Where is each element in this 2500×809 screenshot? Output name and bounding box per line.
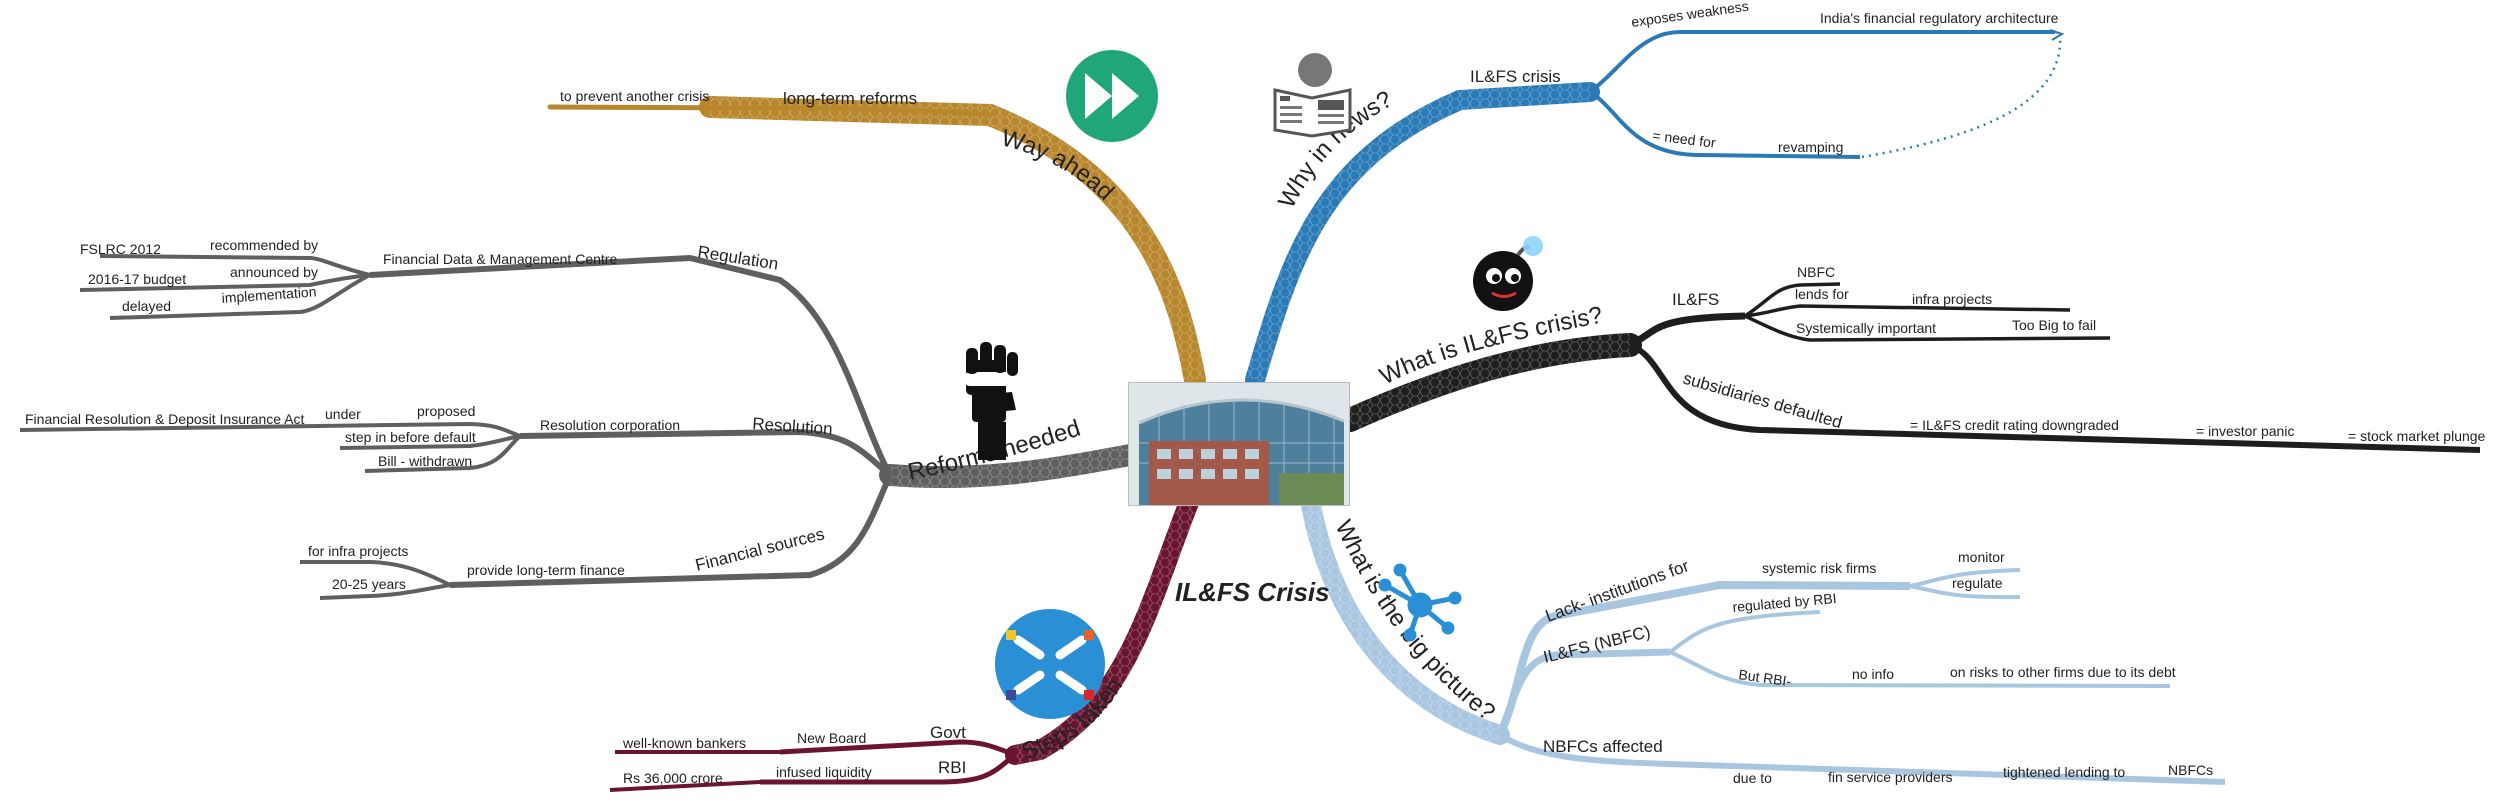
connector-revamping-architecture bbox=[1861, 34, 2062, 159]
label-rs-36000-crore: Rs 36,000 crore bbox=[623, 770, 723, 786]
label-but-rbi: But RBI- bbox=[1738, 666, 1793, 689]
label-systemically-important: Systemically important bbox=[1796, 320, 1936, 336]
label-on-risks: on risks to other firms due to its debt bbox=[1950, 664, 2176, 680]
label-bill-withdrawn: Bill - withdrawn bbox=[378, 453, 472, 469]
branch-way-ahead: Way ahead long-term reforms to prevent a… bbox=[547, 50, 1206, 391]
label-long-term-reforms: long-term reforms bbox=[783, 89, 917, 108]
label-resolution-corporation: Resolution corporation bbox=[540, 417, 680, 433]
label-revamping: revamping bbox=[1778, 139, 1843, 155]
label-exposes-weakness: exposes weakness bbox=[1630, 0, 1749, 30]
label-investor-panic: = investor panic bbox=[2196, 423, 2294, 439]
newspaper-reader-icon bbox=[1273, 53, 1352, 138]
label-financial-sources: Financial sources bbox=[693, 524, 826, 574]
central-title: IL&FS Crisis bbox=[1175, 577, 1330, 607]
label-regulate: regulate bbox=[1952, 575, 2003, 591]
label-nbfcs: NBFCs bbox=[2168, 762, 2213, 778]
label-stock-market-plunge: = stock market plunge bbox=[2348, 428, 2486, 444]
label-ilfs-nbfc: IL&FS (NBFC) bbox=[1541, 622, 1652, 667]
label-monitor: monitor bbox=[1958, 549, 2005, 565]
label-delayed: delayed bbox=[122, 298, 171, 314]
branch-what-is-ilfs: What is IL&FS crisis? IL&FS NBFC lends f… bbox=[1338, 236, 2486, 453]
label-rbi: RBI bbox=[938, 758, 966, 777]
label-tightened-lending: tightened lending to bbox=[2003, 764, 2125, 780]
label-ilfs: IL&FS bbox=[1672, 290, 1719, 309]
branch-line-way-ahead bbox=[699, 96, 1206, 391]
raised-fist-icon bbox=[964, 342, 1018, 460]
label-budget: 2016-17 budget bbox=[88, 271, 186, 287]
label-well-known-bankers: well-known bankers bbox=[622, 735, 746, 751]
label-frdi-act: Financial Resolution & Deposit Insurance… bbox=[25, 411, 304, 427]
branch-why-in-news: Why in news? IL&FS crisis exposes weakne… bbox=[1245, 0, 2065, 390]
label-fin-service-providers: fin service providers bbox=[1828, 769, 1953, 785]
label-fdmc: Financial Data & Management Centre bbox=[383, 251, 617, 267]
branch-steps-taken: Steps taken IL&FS Crisis Govt New Board … bbox=[609, 490, 1330, 792]
label-new-board: New Board bbox=[797, 730, 866, 746]
label-fslrc-2012: FSLRC 2012 bbox=[80, 241, 161, 257]
label-nbfc: NBFC bbox=[1797, 264, 1835, 280]
label-step-in: step in before default bbox=[345, 429, 476, 445]
network-icon bbox=[1378, 563, 1462, 642]
label-infused-liquidity: infused liquidity bbox=[776, 764, 872, 780]
hands-teamwork-icon bbox=[995, 609, 1105, 719]
label-for-infra-projects: for infra projects bbox=[308, 543, 408, 559]
branch-big-picture: What is the big picture? Lack- instituti… bbox=[1300, 490, 2226, 786]
label-prevent-crisis: to prevent another crisis bbox=[560, 88, 709, 104]
branch-reforms-needed: Reforms needed Regulation Financial Data… bbox=[19, 237, 1141, 600]
bomb-icon bbox=[1473, 236, 1543, 311]
label-implementation: implementation bbox=[221, 283, 317, 306]
label-no-info: no info bbox=[1852, 666, 1894, 682]
label-too-big-to-fail: Too Big to fail bbox=[2012, 317, 2096, 333]
label-regulated-by-rbi: regulated by RBI bbox=[1732, 590, 1837, 615]
label-lends-for: lends for bbox=[1795, 286, 1849, 302]
label-systemic-risk-firms: systemic risk firms bbox=[1762, 560, 1876, 576]
label-long-term-finance: provide long-term finance bbox=[467, 562, 625, 578]
label-under: under bbox=[325, 406, 361, 422]
fast-forward-icon bbox=[1066, 50, 1158, 142]
label-proposed: proposed bbox=[417, 403, 475, 419]
line-long-term-reforms bbox=[547, 104, 993, 118]
label-20-25-years: 20-25 years bbox=[332, 576, 406, 592]
label-announced-by: announced by bbox=[230, 264, 318, 280]
label-subsidiaries-defaulted: subsidiaries defaulted bbox=[1681, 369, 1844, 433]
label-nbfcs-affected: NBFCs affected bbox=[1543, 737, 1663, 756]
central-image-building bbox=[1128, 382, 1350, 506]
label-rating-downgraded: = IL&FS credit rating downgraded bbox=[1910, 417, 2119, 433]
label-ilfs-crisis: IL&FS crisis bbox=[1470, 67, 1561, 86]
label-need-for: = need for bbox=[1652, 127, 1717, 151]
label-infra-projects: infra projects bbox=[1912, 291, 1992, 307]
label-recommended-by: recommended by bbox=[210, 237, 318, 253]
label-govt: Govt bbox=[930, 723, 966, 742]
label-due-to: due to bbox=[1733, 770, 1772, 786]
label-regulatory-architecture: India's financial regulatory architectur… bbox=[1820, 10, 2059, 26]
